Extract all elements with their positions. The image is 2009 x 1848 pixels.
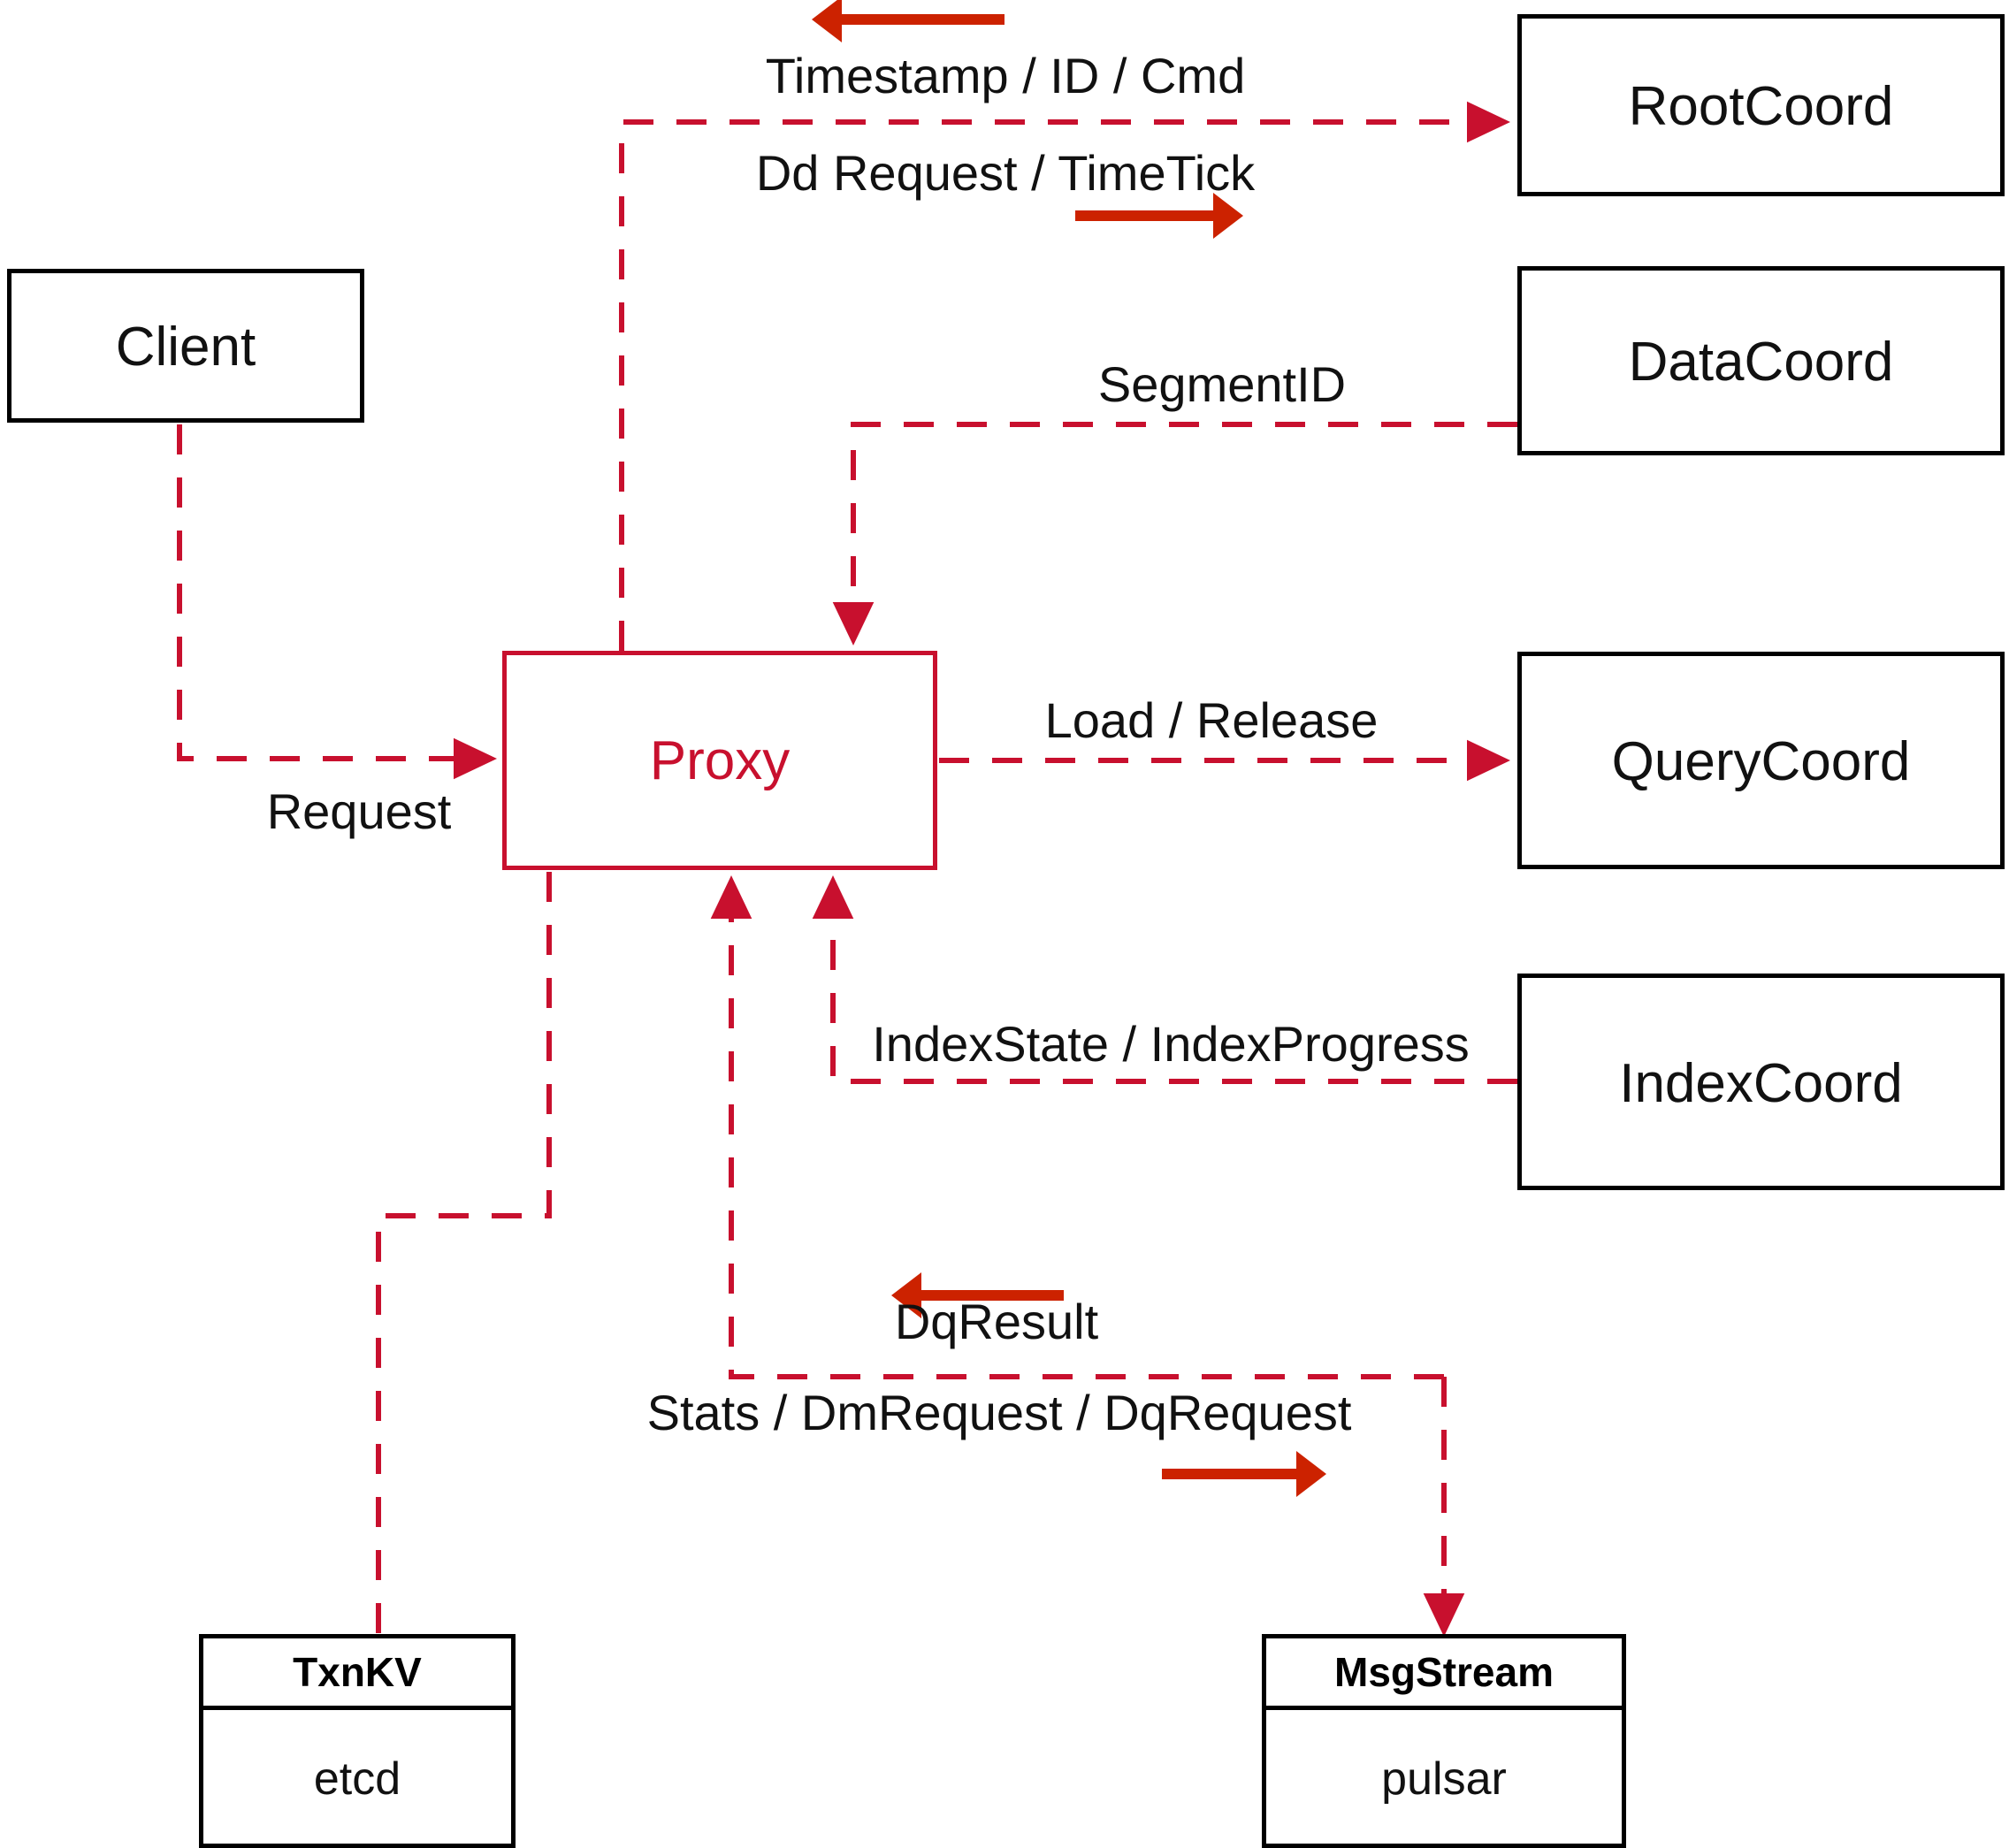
stats-dm-dq-request-direction-arrow: [1162, 1451, 1326, 1497]
edge-label-dd-request-timetick: Dd Request / TimeTick: [755, 145, 1256, 201]
node-rootcoord[interactable]: RootCoord: [1517, 14, 2005, 196]
node-txnkv-header: TxnKV: [203, 1638, 511, 1710]
node-datacoord-label: DataCoord: [1628, 332, 1894, 393]
edge-msgstream-to-proxy: [710, 874, 1444, 1379]
node-datacoord[interactable]: DataCoord: [1517, 266, 2005, 455]
node-rootcoord-label: RootCoord: [1628, 76, 1894, 137]
edge-label-dq-result: DqResult: [894, 1294, 1099, 1349]
edge-label-stats-dm-dq-request: Stats / DmRequest / DqRequest: [646, 1385, 1352, 1440]
edge-indexcoord-to-proxy: [812, 874, 1517, 1084]
edge-proxy-to-rootcoord: [619, 101, 1511, 651]
dd-request-timetick-direction-arrow: [1075, 193, 1243, 239]
node-msgstream-header: MsgStream: [1266, 1638, 1622, 1710]
node-msgstream[interactable]: MsgStream pulsar: [1262, 1634, 1626, 1848]
edge-label-load-release: Load / Release: [1044, 692, 1379, 748]
node-proxy-label: Proxy: [649, 730, 791, 791]
node-client[interactable]: Client: [7, 269, 364, 423]
edge-label-timestamp-id-cmd: Timestamp / ID / Cmd: [765, 48, 1246, 103]
node-msgstream-body: pulsar: [1381, 1753, 1507, 1805]
node-txnkv-body: etcd: [313, 1753, 401, 1805]
timestamp-id-cmd-direction-arrow: [812, 0, 1004, 42]
edge-label-request: Request: [266, 783, 452, 839]
node-proxy[interactable]: Proxy: [502, 651, 937, 870]
node-querycoord-label: QueryCoord: [1611, 731, 1911, 792]
dq-result-direction-arrow: [891, 1272, 1064, 1318]
edge-client-to-proxy: [177, 424, 498, 780]
node-txnkv[interactable]: TxnKV etcd: [199, 1634, 516, 1848]
edge-label-index-state-progress: IndexState / IndexProgress: [872, 1016, 1470, 1072]
node-indexcoord[interactable]: IndexCoord: [1517, 974, 2005, 1190]
edge-datacoord-to-proxy: [832, 422, 1517, 646]
node-indexcoord-label: IndexCoord: [1619, 1053, 1903, 1114]
node-client-label: Client: [115, 317, 256, 378]
node-querycoord[interactable]: QueryCoord: [1517, 652, 2005, 869]
edge-label-segment-id: SegmentID: [1097, 356, 1347, 412]
edge-proxy-to-txnkv: [376, 872, 552, 1634]
